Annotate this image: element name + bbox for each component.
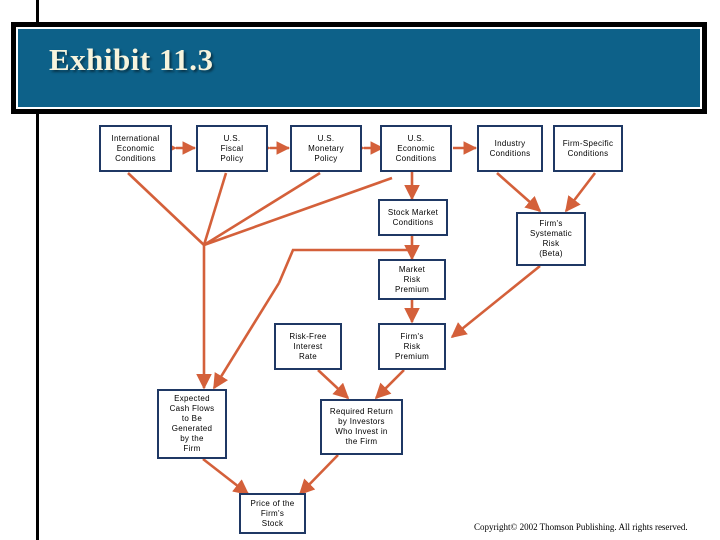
node-international-economic-conditions[interactable]: International Economic Conditions <box>97 123 172 172</box>
node-us-monetary-policy[interactable]: U.S. Monetary Policy <box>290 125 364 174</box>
node-us-fiscal-policy[interactable]: U.S. Fiscal Policy <box>196 125 270 174</box>
node-firms-systematic-risk[interactable]: Firm's Systematic Risk (Beta) <box>514 210 586 266</box>
node-required-return[interactable]: Required Return by Investors Who Invest … <box>318 397 403 455</box>
node-price-of-firms-stock[interactable]: Price of the Firm's Stock <box>237 491 306 534</box>
title-banner-inner <box>16 27 702 109</box>
line-fiscal-to-junction <box>202 172 228 246</box>
copyright-notice: Copyright© 2002 Thomson Publishing. All … <box>474 522 688 532</box>
node-expected-cash-flows[interactable]: Expected Cash Flows to Be Generated by t… <box>155 387 227 459</box>
arrow-systematicrisk-to-firmpremium <box>450 264 541 339</box>
title-banner: Exhibit 11.3 <box>11 22 707 114</box>
arrow-requiredreturn-to-price <box>298 454 339 496</box>
arrow-industry-to-systematicrisk <box>496 172 542 213</box>
arrow-riskfree-to-requiredreturn <box>317 369 350 400</box>
left-vertical-rule <box>36 0 39 540</box>
line-intl-to-junction <box>127 172 205 246</box>
node-stock-market-conditions[interactable]: Stock Market Conditions <box>376 197 448 236</box>
arrow-elbow-to-cashflows <box>212 282 281 390</box>
node-firms-risk-premium[interactable]: Firm's Risk Premium <box>376 321 446 370</box>
arrow-firmpremium-to-requiredreturn <box>374 369 405 400</box>
node-industry-conditions[interactable]: Industry Conditions <box>475 123 543 172</box>
node-us-economic-conditions[interactable]: U.S. Economic Conditions <box>378 123 452 172</box>
line-elbow-to-marketpremium <box>277 248 412 284</box>
node-market-risk-premium[interactable]: Market Risk Premium <box>376 257 446 300</box>
line-monetary-to-junction <box>203 171 321 247</box>
node-risk-free-interest-rate[interactable]: Risk-Free Interest Rate <box>272 321 342 370</box>
line-economic-to-junction <box>203 176 393 247</box>
node-firm-specific-conditions[interactable]: Firm-Specific Conditions <box>551 123 623 172</box>
arrow-firmspecific-to-systematicrisk <box>564 172 597 213</box>
page-title: Exhibit 11.3 <box>49 42 214 77</box>
arrow-cashflows-to-price <box>202 457 250 496</box>
